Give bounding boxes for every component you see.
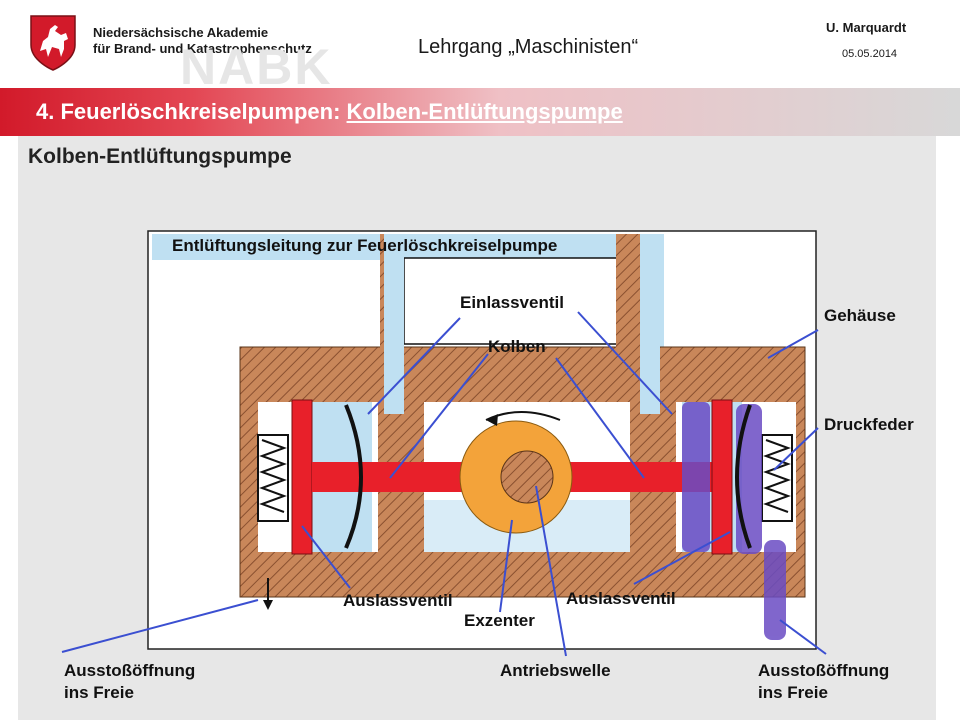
nabk-watermark: NABK (180, 39, 333, 95)
course-title: Lehrgang „Maschinisten“ (418, 36, 639, 58)
label-kolben: Kolben (488, 337, 546, 356)
label-ausstoss-left-2: ins Freie (64, 683, 134, 702)
diagram-heading: Kolben-Entlüftungspumpe (28, 145, 292, 168)
label-einlassventil: Einlassventil (460, 293, 564, 312)
pointer-lines (61, 311, 827, 657)
label-ausstoss-right-1: Ausstoßöffnung (758, 661, 889, 680)
slide-title-prefix: 4. Feuerlöschkreiselpumpen: (36, 99, 347, 124)
label-auslassventil-left: Auslassventil (343, 591, 453, 610)
label-ausstoss-left-1: Ausstoßöffnung (64, 661, 195, 680)
right-spring (761, 434, 793, 522)
label-druckfeder: Druckfeder (824, 415, 914, 434)
slide-title-bar: 4. Feuerlöschkreiselpumpen: Kolben-Entlü… (0, 88, 960, 136)
label-ausstoss-right-2: ins Freie (758, 683, 828, 702)
rotation-arrowhead (486, 414, 498, 426)
header: Niedersächsische Akademie für Brand- und… (0, 0, 960, 95)
slide-title-link[interactable]: Kolben-Entlüftungspumpe (346, 99, 623, 124)
date: 05.05.2014 (842, 48, 898, 60)
organization-name: Niedersächsische Akademie für Brand- und… (93, 25, 312, 57)
slide-title: 4. Feuerlöschkreiselpumpen: Kolben-Entlü… (36, 99, 623, 125)
org-line-2: für Brand- und Katastrophenschutz (93, 41, 312, 56)
left-valve-flap (344, 404, 363, 549)
lower-saxony-crest-icon (30, 15, 76, 71)
label-exzenter: Exzenter (464, 611, 535, 630)
label-antriebswelle: Antriebswelle (500, 661, 611, 680)
org-line-1: Niedersächsische Akademie (93, 25, 269, 40)
drive-shaft (500, 450, 554, 504)
author: U. Marquardt (826, 20, 907, 35)
right-piston (711, 399, 733, 555)
left-spring (257, 434, 289, 522)
label-vent-pipe: Entlüftungsleitung zur Feuerlöschkreisel… (172, 236, 557, 255)
right-valve-flap (735, 404, 752, 549)
label-auslassventil-right: Auslassventil (566, 589, 676, 608)
label-gehaeuse: Gehäuse (824, 306, 896, 325)
left-outlet-arrowhead (263, 600, 273, 610)
